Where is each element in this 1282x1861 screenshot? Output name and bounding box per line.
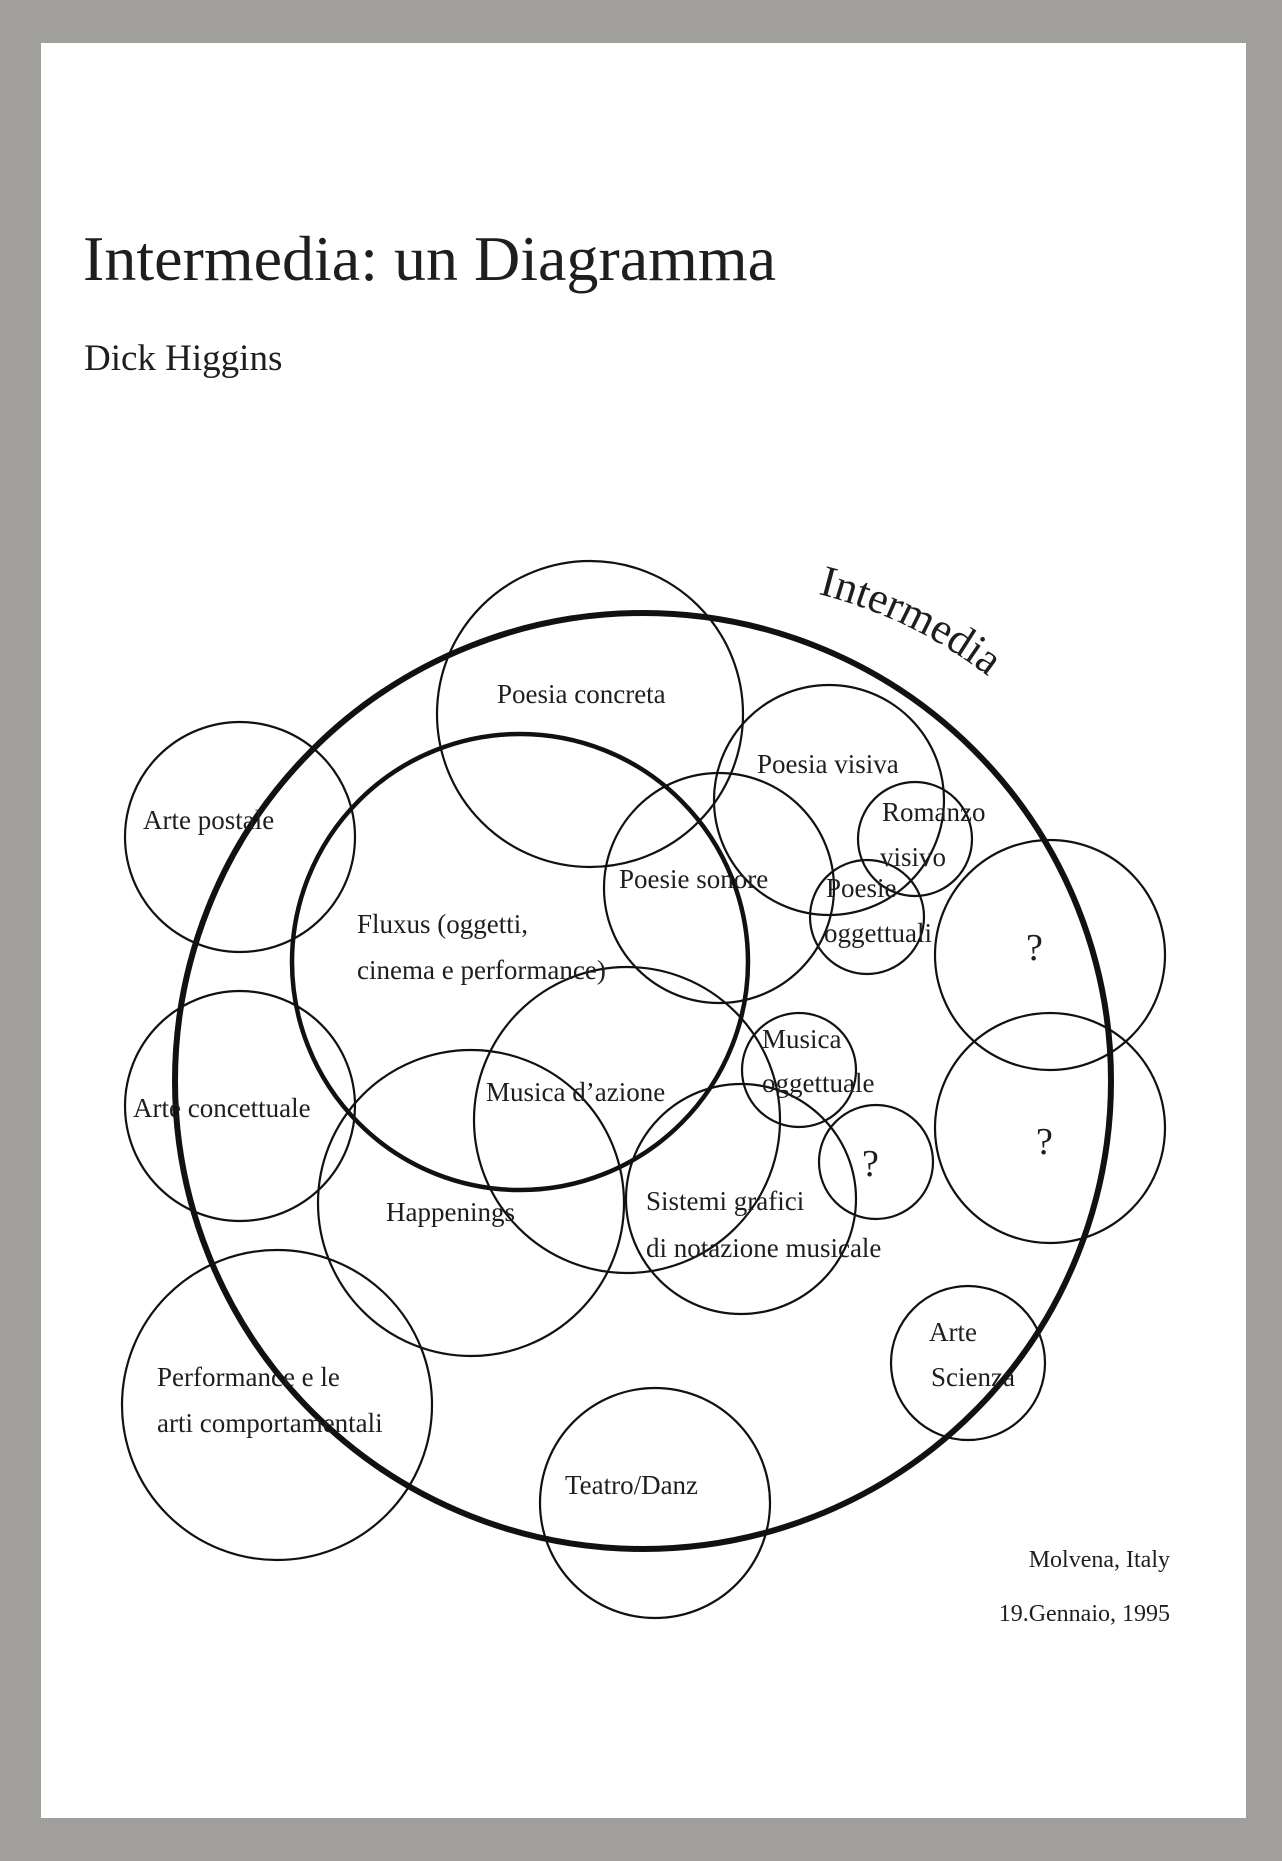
arte-postale-line: Arte postale (143, 805, 274, 835)
arte-postale-label: Arte postale (143, 805, 274, 835)
sistemi-grafici-circle (624, 1082, 858, 1316)
intermedia-arc-text: Intermedia (815, 556, 1011, 684)
musica-oggettuale-line-2: oggettuale (762, 1068, 874, 1098)
arte-concettuale-label: Arte concettuale (133, 1093, 311, 1123)
poesie-sonore-circle (602, 771, 836, 1005)
musica-oggettuale-line-1: Musica (762, 1024, 842, 1054)
romanzo-visivo-line-2: visivo (880, 842, 946, 872)
poesia-visiva-label: Poesia visiva (757, 749, 899, 779)
performance-line-2: arti comportamentali (157, 1408, 383, 1438)
intermedia-arc-label: Intermedia (815, 556, 1011, 684)
romanzo-visivo-label: Romanzo visivo (880, 797, 992, 872)
teatro-danza-line: Teatro/Danz (565, 1470, 698, 1500)
happenings-line: Happenings (386, 1197, 515, 1227)
poesia-visiva-circle (712, 683, 946, 917)
page-title: Intermedia: un Diagramma (83, 223, 777, 294)
musica-oggettuale-circle (740, 1011, 858, 1129)
arte-scienza-label: Arte Scienza (929, 1317, 1015, 1392)
fluxus-line-1: Fluxus (oggetti, (357, 909, 528, 939)
poesie-oggettuali-line-1: Poesie (826, 873, 897, 903)
poesie-sonore-line: Poesie sonore (619, 864, 768, 894)
poesia-concreta-circle (435, 559, 745, 869)
arte-postale-circle (123, 720, 357, 954)
poesie-oggettuali-line-2: oggettuali (824, 918, 932, 948)
sistemi-grafici-line-1: Sistemi grafici (646, 1186, 804, 1216)
performance-circle (120, 1248, 434, 1562)
author-name: Dick Higgins (84, 338, 283, 379)
unknown-label-1: ? (1026, 927, 1043, 969)
romanzo-visivo-line-1: Romanzo (882, 797, 985, 827)
poesia-visiva-line: Poesia visiva (757, 749, 899, 779)
unknown-circle-2 (817, 1103, 935, 1221)
sistemi-grafici-label: Sistemi grafici di notazione musicale (646, 1186, 881, 1263)
teatro-danza-label: Teatro/Danz (565, 1470, 698, 1500)
musica-oggettuale-label: Musica oggettuale (762, 1024, 874, 1098)
musica-azione-circle (472, 965, 782, 1275)
fluxus-label: Fluxus (oggetti, cinema e performance) (357, 909, 606, 985)
performance-label: Performance e le arti comportamentali (157, 1362, 383, 1438)
page-sheet (41, 43, 1246, 1818)
performance-line-1: Performance e le (157, 1362, 340, 1392)
sistemi-grafici-line-2: di notazione musicale (646, 1233, 881, 1263)
colophon-date: 19.Gennaio, 1995 (999, 1601, 1170, 1627)
poesia-concreta-line: Poesia concreta (497, 679, 666, 709)
poesie-oggettuali-circle (808, 858, 926, 976)
arte-scienza-circle (889, 1284, 1047, 1442)
teatro-danza-circle (538, 1386, 772, 1620)
romanzo-visivo-circle (856, 780, 974, 898)
fluxus-line-2: cinema e performance) (357, 955, 606, 985)
unknown-label-3: ? (1036, 1121, 1053, 1163)
fluxus-circle (289, 731, 751, 1193)
colophon-place: Molvena, Italy (1029, 1547, 1170, 1573)
intermedia-circle (172, 610, 1114, 1552)
musica-azione-line: Musica d’azione (486, 1077, 665, 1107)
musica-azione-label: Musica d’azione (486, 1077, 665, 1107)
happenings-label: Happenings (386, 1197, 515, 1227)
arte-scienza-line-1: Arte (929, 1317, 977, 1347)
poesia-concreta-label: Poesia concreta (497, 679, 666, 709)
happenings-circle (316, 1048, 626, 1358)
poesie-oggettuali-label: Poesie oggettuali (824, 873, 932, 948)
arte-scienza-line-2: Scienza (931, 1362, 1015, 1392)
arte-concettuale-circle (123, 989, 357, 1223)
poesie-sonore-label: Poesie sonore (619, 864, 768, 894)
unknown-circle-3 (933, 1011, 1167, 1245)
arte-concettuale-line: Arte concettuale (133, 1093, 311, 1123)
unknown-label-2: ? (862, 1143, 879, 1185)
unknown-circle-1 (933, 838, 1167, 1072)
